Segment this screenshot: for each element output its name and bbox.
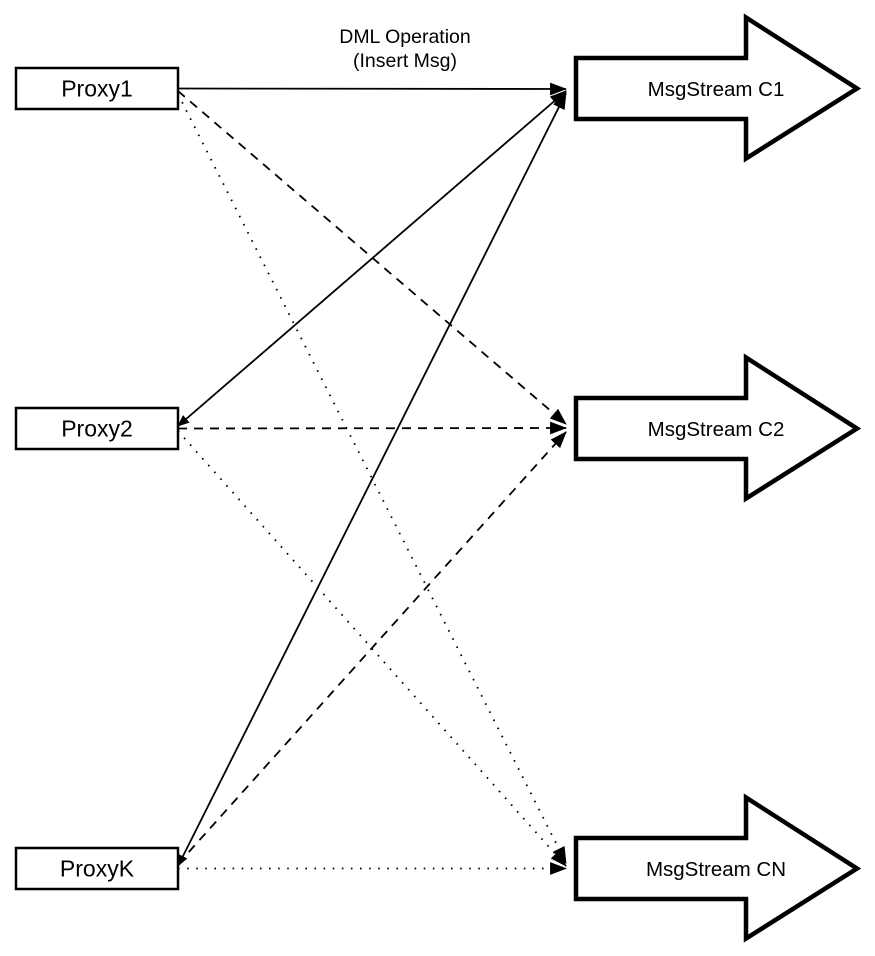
diagram-title: DML Operation (Insert Msg) [339, 26, 471, 72]
edge-proxy1-to-msgstream-c1 [177, 82, 568, 96]
title-line-1: DML Operation [339, 26, 471, 48]
msgstream-c2-arrow-shape [573, 353, 862, 503]
proxyk-label: ProxyK [60, 856, 135, 882]
proxy2-box [14, 406, 180, 451]
edge-proxy1-to-msgstream-c2 [177, 90, 567, 425]
proxy1-box [14, 66, 180, 111]
edges [177, 82, 568, 875]
msgstream-c2-label: MsgStream C2 [648, 418, 785, 441]
msgstream-c1-label: MsgStream C1 [648, 78, 785, 101]
msgstream-cn-arrow-shape [573, 793, 862, 943]
node-msgstream-c1: MsgStream C1 [573, 13, 862, 163]
node-proxy1: Proxy1 [14, 66, 180, 111]
msgstream-c1-arrow-shape [573, 13, 862, 163]
title-line-2: (Insert Msg) [353, 50, 457, 72]
node-proxy2: Proxy2 [14, 406, 180, 451]
edge-proxyk-to-msgstream-c2 [177, 431, 567, 865]
edge-proxy2-to-msgstream-cn [177, 430, 567, 867]
proxy2-label: Proxy2 [61, 416, 133, 442]
node-msgstream-cn: MsgStream CN [573, 793, 862, 943]
edge-proxyk-to-msgstream-c1 [177, 92, 567, 867]
proxy1-label: Proxy1 [61, 76, 133, 102]
node-proxyk: ProxyK [14, 846, 180, 891]
node-msgstream-c2: MsgStream C2 [573, 353, 862, 503]
edge-proxy2-to-msgstream-c2 [177, 421, 568, 435]
msgstream-cn-label: MsgStream CN [646, 858, 786, 881]
proxyk-box [14, 846, 180, 891]
